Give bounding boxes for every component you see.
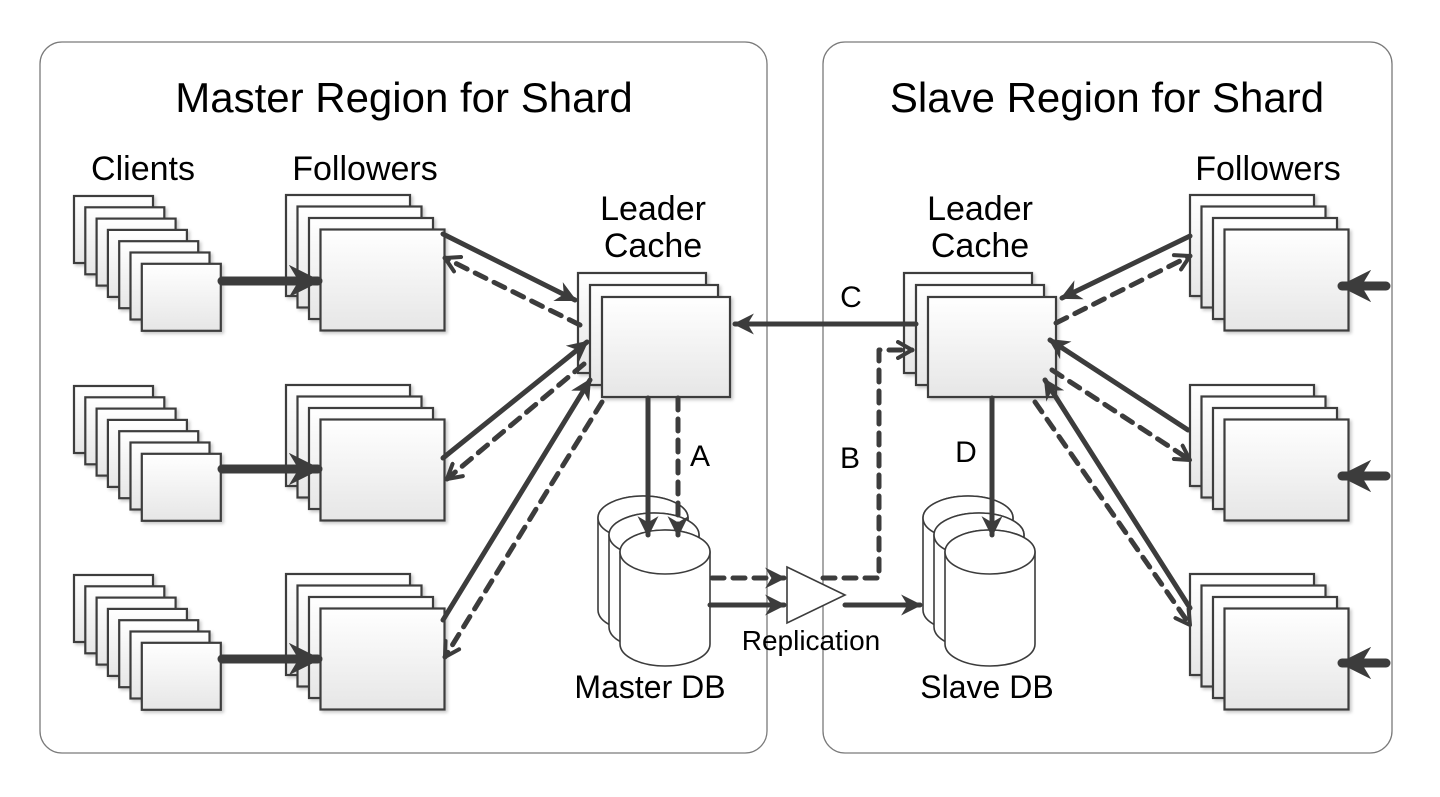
db-layer <box>597 495 1036 667</box>
path-label-c: C <box>840 281 862 314</box>
master-region-title: Master Region for Shard <box>175 74 633 121</box>
slave-follower-stack <box>1188 572 1350 711</box>
follower1-to-leader-arrow <box>440 231 578 303</box>
slave-follower-stack-box <box>1223 418 1350 522</box>
slave-leader-cache-stack-box <box>926 295 1058 399</box>
client-stack <box>72 194 222 332</box>
slave-leader-label-line2: Cache <box>931 227 1029 265</box>
slave-follower-stack <box>1188 193 1350 332</box>
client-stack <box>72 384 222 522</box>
slave-follower3-to-leader-arrow <box>1042 377 1193 611</box>
path-label-d: D <box>955 436 977 469</box>
follower2-to-leader-arrow <box>440 339 590 461</box>
leaders-layer <box>576 271 1058 399</box>
client-stack-box <box>140 262 222 332</box>
leader-to-follower3-dashed <box>442 399 605 660</box>
master-db-label: Master DB <box>574 669 725 705</box>
replication-label: Replication <box>742 625 881 656</box>
path-label-b: B <box>840 442 860 475</box>
client-stack <box>72 573 222 711</box>
slave-leader-to-follower3-dashed <box>1032 399 1193 628</box>
master-follower-stack <box>284 383 446 522</box>
client-stack-box <box>140 452 222 522</box>
slave-followers-label: Followers <box>1195 150 1340 188</box>
slave-follower2-to-leader-arrow <box>1047 337 1191 433</box>
master-leader-label-line1: Leader <box>600 190 706 228</box>
clients-layer <box>72 194 222 711</box>
leader-to-follower2-dashed <box>444 361 587 482</box>
slave-follower1-to-leader-arrow <box>1059 233 1193 301</box>
slave-db-stack-cylinder-top <box>944 529 1036 575</box>
slave-leader-label-line1: Leader <box>927 190 1033 228</box>
follower3-to-leader-arrow <box>440 377 593 623</box>
master-db-stack <box>597 495 711 667</box>
master-follower-stack-box <box>319 418 446 522</box>
slave-leader-to-follower2-dashed <box>1049 367 1193 463</box>
leader-to-follower1-dashed <box>442 255 583 328</box>
clients-label: Clients <box>91 150 195 188</box>
master-leader-cache-stack-box <box>600 295 732 399</box>
slave-region-title: Slave Region for Shard <box>890 74 1324 121</box>
slave-db-label: Slave DB <box>920 669 1053 705</box>
path-b-dashed <box>820 340 915 581</box>
path-label-a: A <box>690 440 710 473</box>
slave-follower-stack <box>1188 383 1350 522</box>
master-follower-stack <box>284 193 446 332</box>
master-follower-stack <box>284 572 446 711</box>
slave-follower-stack-box <box>1223 607 1350 711</box>
replication-icon <box>786 565 847 625</box>
master-follower-stack-box <box>319 228 446 332</box>
slave-leader-cache-stack <box>902 271 1058 399</box>
slave-follower-stack-box <box>1223 228 1350 332</box>
slave-db-stack <box>922 495 1036 667</box>
client-stack-box <box>140 641 222 711</box>
master-follower-stack-box <box>319 607 446 711</box>
master-db-stack-cylinder-top <box>619 529 711 575</box>
master-followers-label: Followers <box>292 150 437 188</box>
master-leader-cache-stack <box>576 271 732 399</box>
master-leader-label-line2: Cache <box>604 227 702 265</box>
slave-leader-to-follower1-dashed <box>1053 253 1193 326</box>
